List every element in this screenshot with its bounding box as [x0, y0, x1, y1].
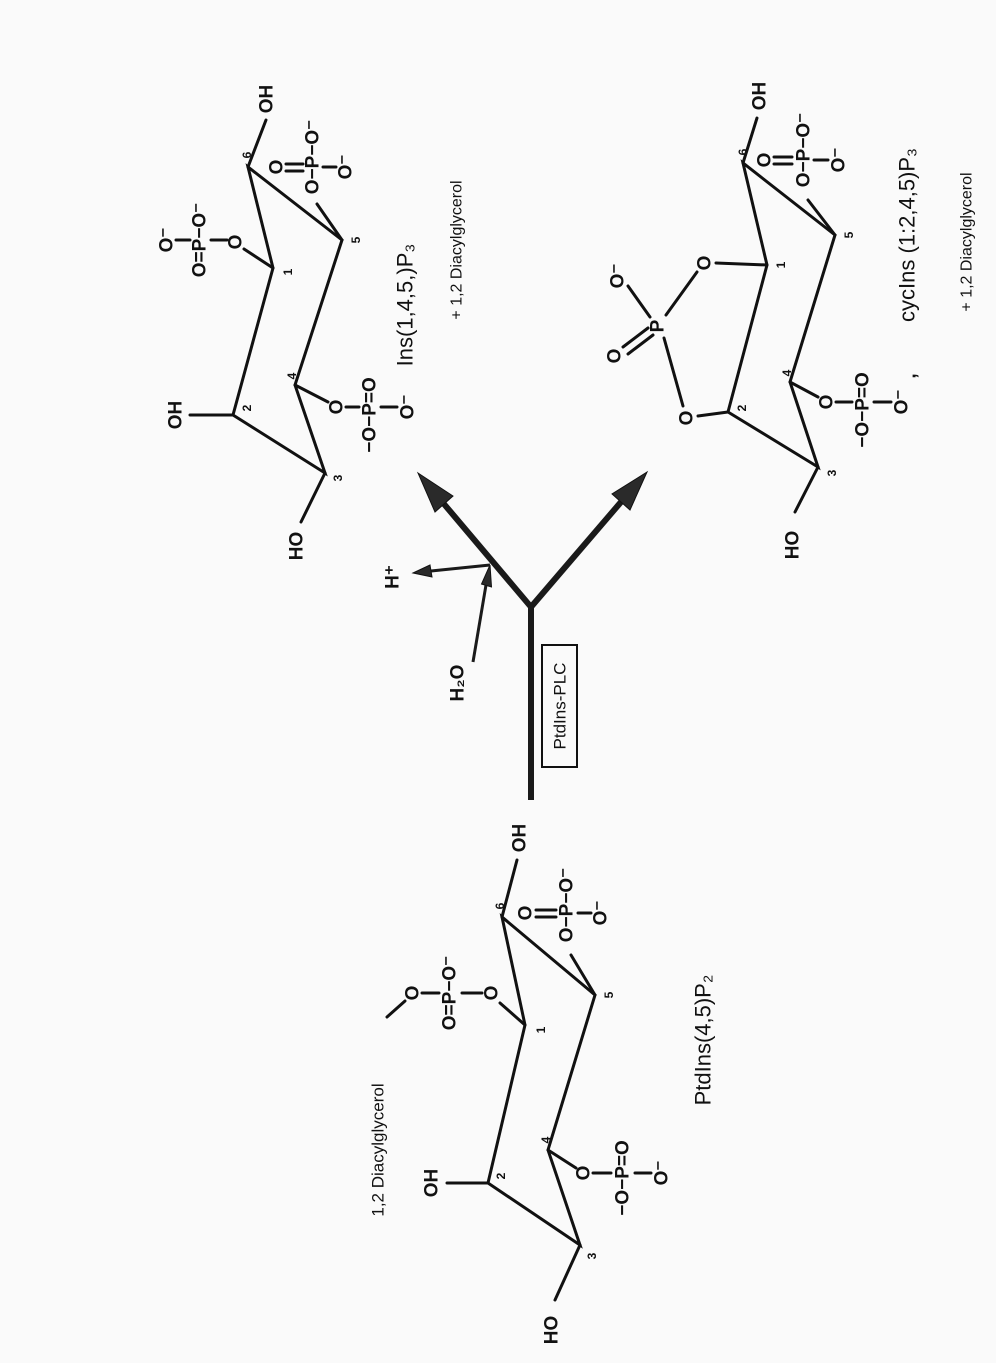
oxygen: O: [482, 986, 503, 1001]
oxygen-anion: O⁻: [829, 148, 850, 173]
ring-number: 5: [349, 236, 363, 243]
ring-number: 2: [240, 404, 254, 411]
ring-number: 4: [539, 1136, 553, 1143]
oxygen-anion: O⁻: [608, 264, 629, 289]
arrowhead-cyclic-ins-p3: [611, 470, 649, 511]
arrow-to-ins-p3: [441, 502, 534, 609]
oxygen: O: [403, 986, 424, 1001]
hydroxyl-6: OH: [510, 824, 531, 853]
proton-label: H⁺: [383, 565, 404, 589]
phosphate-1: O=P−O⁻: [190, 203, 211, 277]
ring-number: 1: [281, 268, 295, 275]
oxygen: O: [755, 153, 776, 168]
phosphorus: P: [648, 319, 669, 332]
phosphate-1: O=P−O⁻: [440, 956, 461, 1030]
hydroxyl-3: HO: [783, 531, 804, 560]
hydroxyl-2: OH: [166, 401, 187, 430]
oxygen: O: [695, 256, 716, 271]
ring-number: 2: [735, 404, 749, 411]
water-arrowhead: [480, 564, 493, 588]
oxygen: O: [677, 411, 698, 426]
ring-number: 3: [585, 1252, 599, 1259]
oxygen: O: [574, 1166, 595, 1181]
oxygen-anion: O⁻: [157, 228, 178, 253]
ring-number: 6: [240, 151, 254, 158]
oxygen: O: [817, 395, 838, 410]
inositol-ring: [231, 163, 344, 477]
arrow-to-cyclic-ins-p3: [528, 500, 624, 609]
oxygen: O: [516, 906, 537, 921]
comma: ,: [900, 373, 921, 378]
ring-number: 1: [534, 1026, 548, 1033]
hydroxyl-3: HO: [542, 1316, 563, 1345]
arrowhead-ins-p3: [416, 471, 454, 513]
phosphate-5: O−P−O⁻: [557, 868, 578, 942]
oxygen-anion: O⁻: [591, 901, 612, 926]
phosphate-5: O−P−O⁻: [794, 113, 815, 187]
ring-number: 6: [493, 902, 507, 909]
ring-number: 5: [602, 991, 616, 998]
ring-number: 3: [825, 469, 839, 476]
ring-number: 4: [285, 372, 299, 379]
enzyme-box: [541, 644, 578, 768]
product-name: cycIns (1:2,4,5)P₃: [895, 148, 920, 322]
ring-number: 2: [494, 1172, 508, 1179]
water-arrow: [471, 584, 488, 663]
ring-number: 5: [842, 231, 856, 238]
diacylglycerol-label: 1,2 Diacylglycerol: [369, 1083, 388, 1216]
oxygen: O: [605, 349, 626, 364]
substrate-name: PtdIns(4,5)P₂: [691, 975, 716, 1106]
ring-number: 3: [331, 474, 345, 481]
oxygen: O: [267, 160, 288, 175]
hydroxyl-3: HO: [287, 532, 308, 561]
product-name: Ins(1,4,5,)P₃: [393, 244, 418, 367]
hydroxyl-6: OH: [750, 82, 771, 111]
proton-arrow: [430, 563, 491, 573]
proton-arrowhead: [411, 564, 433, 578]
coproduct-label: + 1,2 Diacylglycerol: [449, 180, 466, 319]
inositol-ring: [726, 159, 837, 471]
reaction-arrows: H⁺ H₂O PtdIns-PLC: [383, 470, 649, 800]
product-ins-145-p3: OH HO OH 1 2 3 4 5 6 O O=P−O⁻ O⁻ O −O−P=…: [157, 85, 466, 561]
water-label: H₂O: [448, 665, 469, 702]
phosphate-5: O−P−O⁻: [303, 120, 324, 194]
hydroxyl-6: OH: [257, 85, 278, 114]
product-cyclic-ins-p3: HO OH 1 2 3 4 5 6 O O P O O⁻ O −O−P=O O⁻…: [605, 82, 976, 560]
enzyme-label: PtdIns-PLC: [551, 663, 570, 750]
ring-number: 4: [780, 369, 794, 376]
oxygen-anion: O⁻: [652, 1161, 673, 1186]
phosphate-4: −O−P=O: [360, 377, 381, 453]
oxygen-anion: O⁻: [336, 155, 357, 180]
oxygen: O: [327, 400, 348, 415]
phosphate-4: −O−P=O: [613, 1140, 634, 1216]
ring-number: 6: [736, 148, 750, 155]
oxygen-anion: O⁻: [892, 390, 913, 415]
ring-number: 1: [774, 261, 788, 268]
substrate-ptdins-45-p2: OH HO OH 1 2 3 4 5 6 O O=P−O⁻ O 1,2 Diac…: [369, 824, 716, 1345]
oxygen: O: [226, 235, 247, 250]
coproduct-label: + 1,2 Diacylglycerol: [959, 172, 976, 311]
hydroxyl-2: OH: [422, 1169, 443, 1198]
phosphate-4: −O−P=O: [853, 372, 874, 448]
oxygen-anion: O⁻: [398, 395, 419, 420]
